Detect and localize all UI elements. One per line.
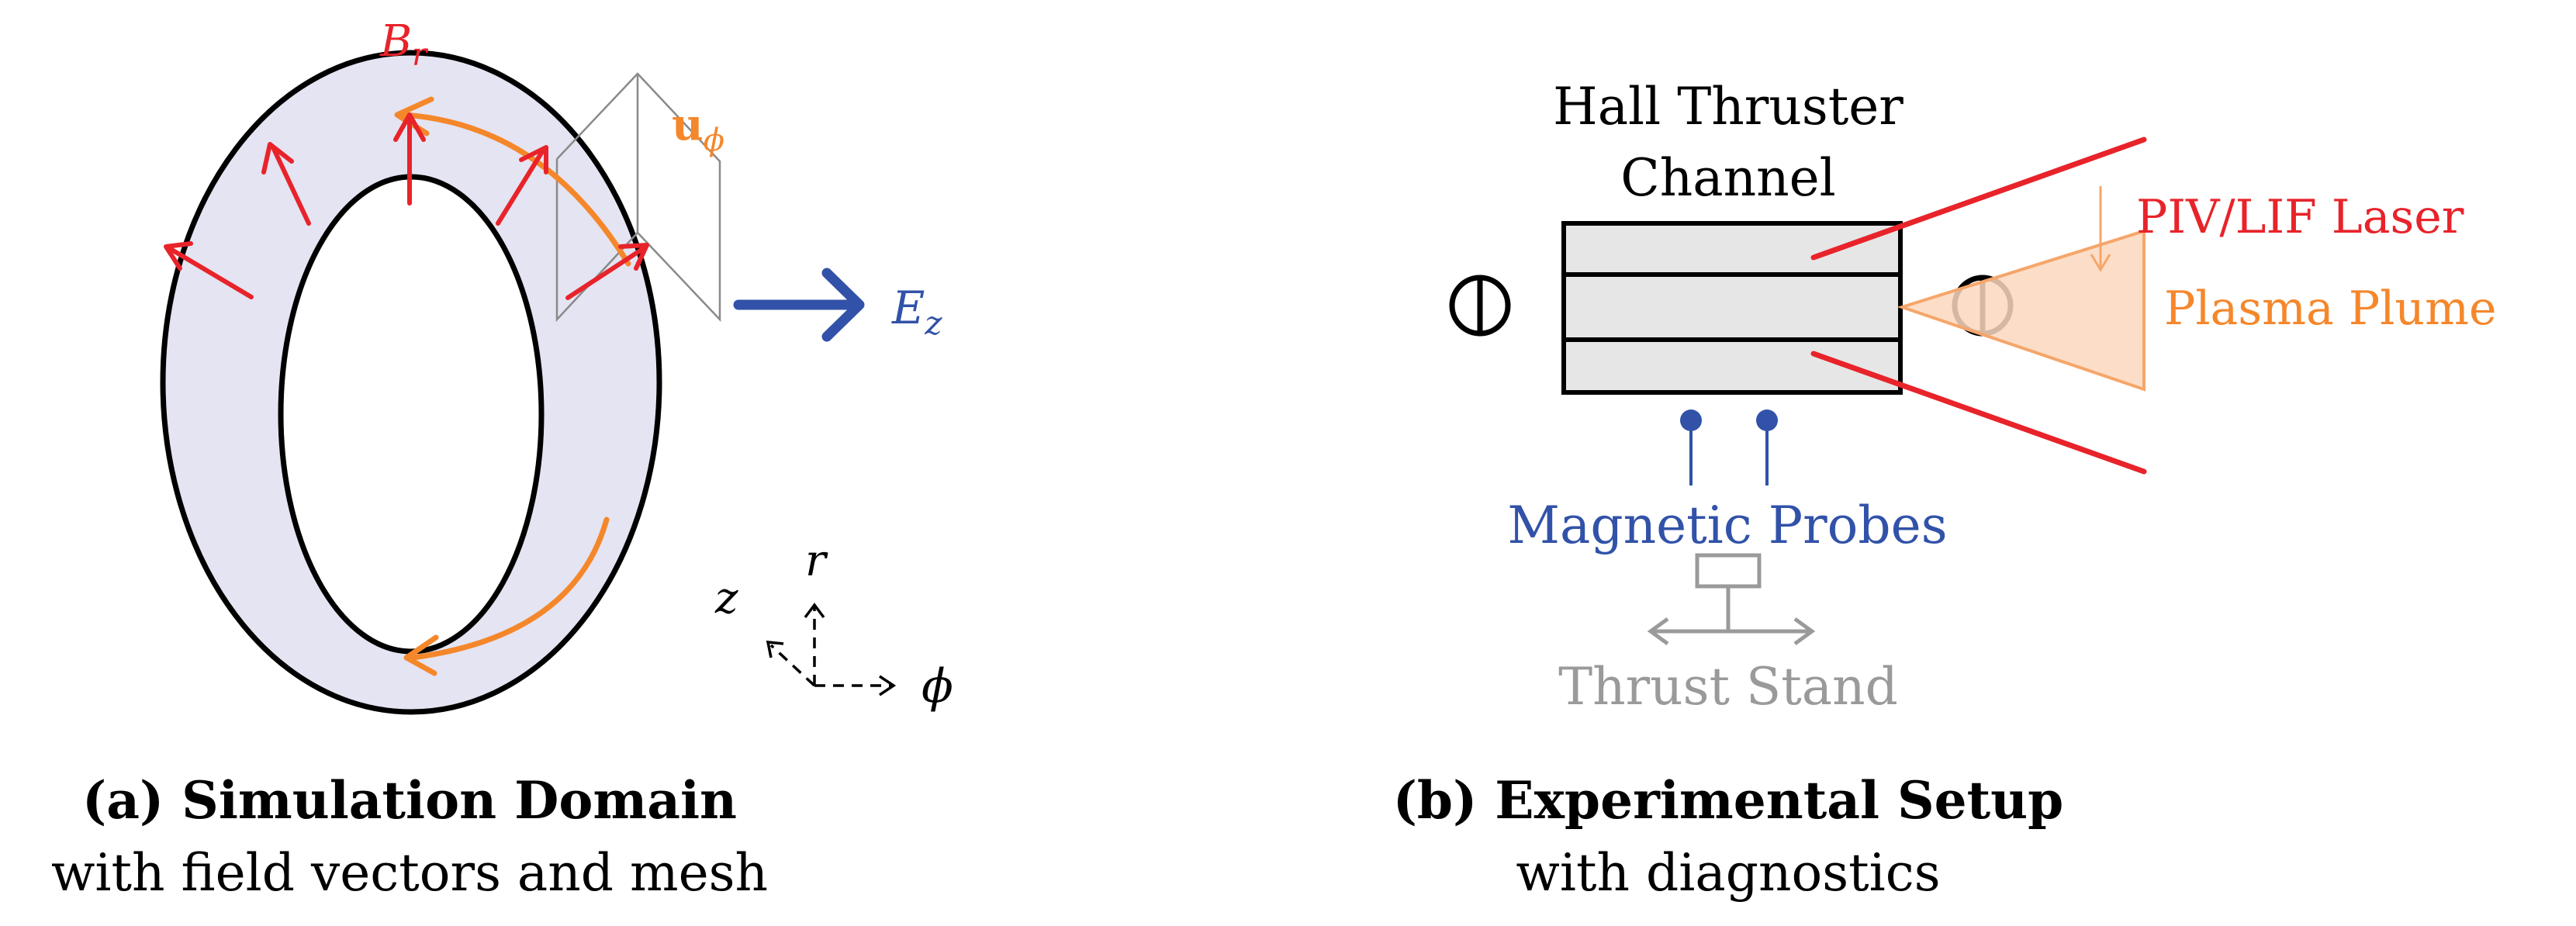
br-label: Br — [379, 16, 429, 73]
panel-a-caption-subtitle: with field vectors and mesh — [51, 843, 768, 903]
panel-b-caption-title: (b) Experimental Setup — [1393, 770, 2064, 831]
magnetic-probes — [1680, 409, 1778, 485]
left-pivot-symbol — [1449, 275, 1511, 337]
ez-label: Ez — [891, 282, 942, 342]
coordinate-triad — [769, 606, 892, 687]
plasma-plume — [1897, 229, 2146, 392]
lower-flow-arrow — [403, 517, 610, 676]
axis-r-label: r — [805, 536, 828, 586]
panel-a-caption-title: (a) Simulation Domain — [82, 770, 737, 831]
probes-label: Magnetic Probes — [1507, 496, 1947, 555]
torus-inner-edge — [278, 174, 545, 655]
stand-label: Thrust Stand — [1558, 657, 1898, 717]
channel-title-line1: Hall Thruster — [1553, 77, 1903, 136]
panel-b-experimental-setup: Hall Thruster Channel P — [1393, 77, 2497, 903]
ez-field-arrow — [733, 268, 865, 342]
mesh-planes — [555, 72, 721, 323]
panel-a-simulation-domain: Br uϕ Ez r z ϕ (a) Simulation Domain wit… — [51, 16, 953, 903]
torus-outer-edge — [160, 50, 662, 715]
laser-beams — [1810, 136, 2147, 475]
plume-label: Plasma Plume — [2164, 282, 2496, 336]
laser-label: PIV/LIF Laser — [2136, 190, 2464, 244]
axis-phi-label: ϕ — [921, 659, 953, 714]
panel-b-caption-subtitle: with diagnostics — [1516, 843, 1940, 903]
u-phi-label: uϕ — [672, 99, 724, 158]
torus-body — [162, 52, 660, 713]
br-field-vectors — [164, 112, 649, 300]
channel-title-line2: Channel — [1620, 148, 1836, 208]
plume-indicator-arrow — [2090, 186, 2111, 272]
thrust-stand — [1647, 553, 1816, 646]
axis-z-label: z — [714, 573, 738, 624]
